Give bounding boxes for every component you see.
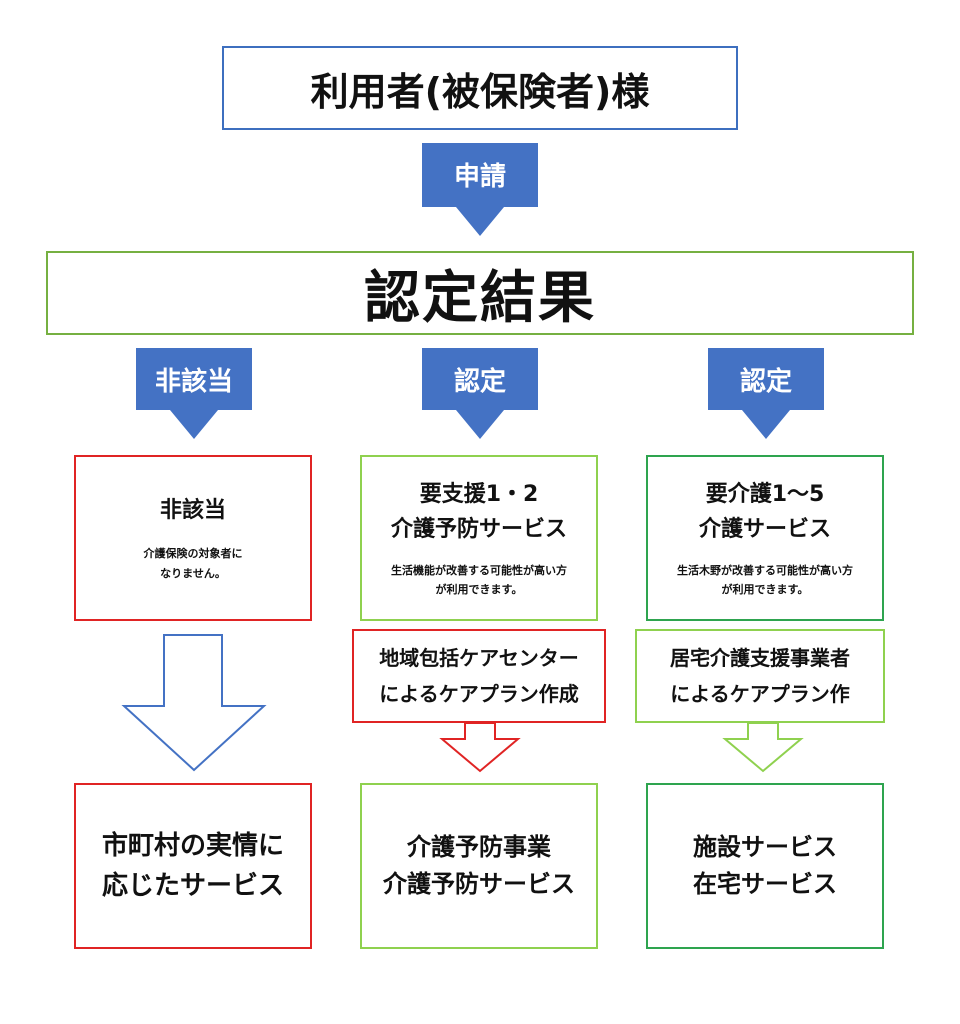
col2-final-line: 介護予防事業 [407,832,551,861]
col3-result-note-line: 生活木野が改善する可能性が高い方 [677,563,853,577]
col3-arrow-label: 認定 [740,366,792,397]
col1-result-title: 非該当 [159,498,226,524]
col3-arrow: 認定 [708,348,824,439]
col2-result-box: 要支援1・2 介護予防サービス 生活機能が改善する可能性が高い方 が利用できます… [360,455,598,621]
certification-result-label: 認定結果 [364,265,596,331]
col1-result-note: 介護保険の対象者に なりません。 [144,544,243,583]
col1-final-line: 市町村の実情に [101,830,284,861]
col3-final-box: 施設サービス 在宅サービス [646,783,884,949]
col2-care-plan-line: によるケアプラン作成 [379,682,579,706]
col1-arrow: 非該当 [136,348,252,439]
col2-result-note-line: が利用できます。 [435,583,523,597]
col1-result-note-line: 介護保険の対象者に [143,547,243,561]
apply-arrow-shape [422,143,538,236]
certification-result-box: 認定結果 [46,251,914,335]
col2-down-arrow [439,722,521,773]
col2-result-title: 要支援1・2 [419,481,539,507]
col3-result-subtitle: 介護サービス [698,516,831,542]
user-box: 利用者(被保険者)様 [222,46,738,130]
col3-result-note-line: が利用できます。 [721,583,809,597]
col2-final-box: 介護予防事業 介護予防サービス [360,783,598,949]
col3-care-plan-box: 居宅介護支援事業者 によるケアプラン作 [635,629,885,723]
col2-care-plan-box: 地域包括ケアセンター によるケアプラン作成 [352,629,606,723]
col1-down-arrow [121,634,267,772]
col3-arrow-shape [708,348,824,439]
col2-final-line: 介護予防サービス [383,870,575,898]
col3-result-box: 要介護1～5 介護サービス 生活木野が改善する可能性が高い方 が利用できます。 [646,455,884,621]
col2-result-note: 生活機能が改善する可能性が高い方 が利用できます。 [391,561,567,600]
apply-arrow: 申請 [422,143,538,236]
col2-arrow-label: 認定 [454,366,506,397]
col3-final-line: 施設サービス [693,832,837,861]
col1-result-note-line: なりません。 [160,566,226,580]
col3-final-line: 在宅サービス [693,870,837,898]
col2-result-note-line: 生活機能が改善する可能性が高い方 [391,563,567,577]
col2-care-plan-line: 地域包括ケアセンター [379,646,579,670]
col1-final-line: 応じたサービス [101,871,284,901]
col2-arrow: 認定 [422,348,538,439]
col3-result-note: 生活木野が改善する可能性が高い方 が利用できます。 [677,561,853,600]
col1-final-box: 市町村の実情に 応じたサービス [74,783,312,949]
col2-arrow-shape [422,348,538,439]
user-label: 利用者(被保険者)様 [310,69,650,114]
apply-arrow-label: 申請 [454,161,506,192]
col2-result-subtitle: 介護予防サービス [390,516,567,542]
col3-care-plan-line: 居宅介護支援事業者 [670,646,850,670]
col1-arrow-label: 非該当 [155,366,233,397]
col3-down-arrow [722,722,804,773]
col3-care-plan-line: によるケアプラン作 [670,682,850,706]
col1-arrow-shape [136,348,252,439]
col1-result-box: 非該当 介護保険の対象者に なりません。 [74,455,312,621]
col3-result-title: 要介護1～5 [705,481,825,507]
